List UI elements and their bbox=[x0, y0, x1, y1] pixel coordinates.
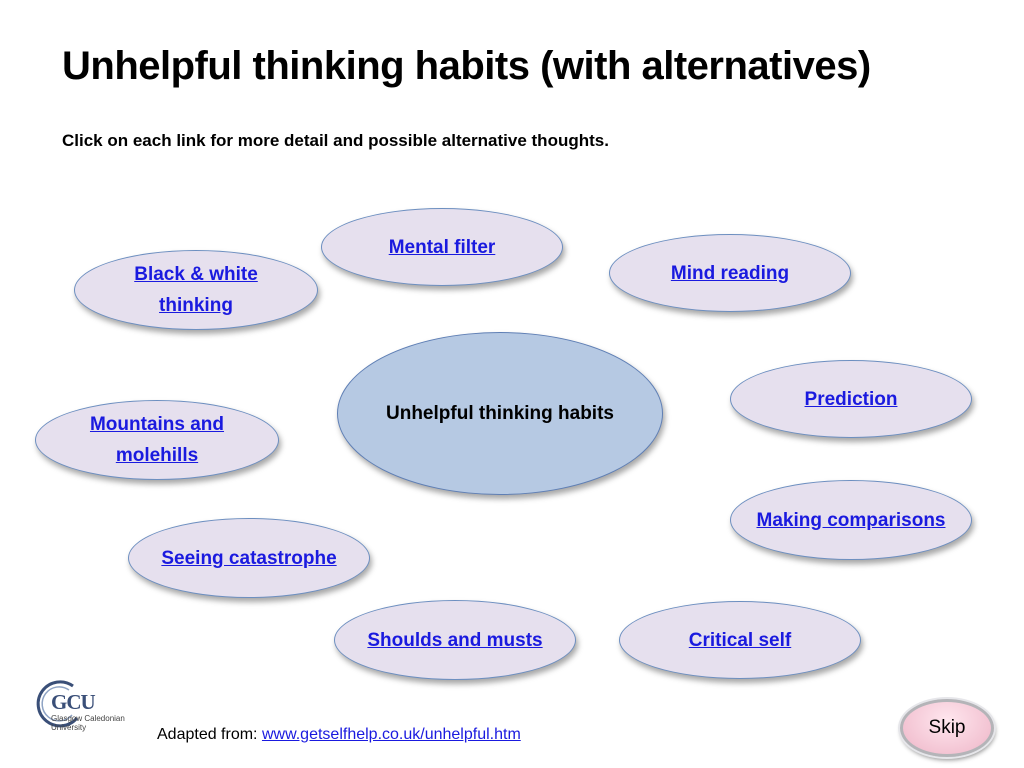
center-topic-label: Unhelpful thinking habits bbox=[386, 403, 614, 424]
gcu-logo-icon bbox=[36, 680, 79, 728]
oval-mountains-molehills: Mountains and molehills bbox=[35, 400, 279, 480]
mental-filter-link[interactable]: Mental filter bbox=[388, 236, 496, 258]
oval-shoulds-musts: Shoulds and musts bbox=[334, 600, 576, 680]
shoulds-musts-link[interactable]: Shoulds and musts bbox=[367, 629, 543, 651]
gcu-logo-text: GCU bbox=[51, 690, 96, 714]
mind-reading-link[interactable]: Mind reading bbox=[670, 262, 790, 284]
slide-subtitle: Click on each link for more detail and p… bbox=[62, 131, 609, 150]
prediction-link[interactable]: Prediction bbox=[804, 388, 898, 410]
oval-critical-self: Critical self bbox=[619, 601, 861, 679]
making-comparisons-link[interactable]: Making comparisons bbox=[756, 509, 946, 531]
mountains-molehills-link[interactable]: Mountains and molehills bbox=[89, 414, 225, 466]
oval-black-white-thinking: Black & white thinking bbox=[74, 250, 318, 330]
gcu-logo-subtext-line2: University bbox=[51, 723, 87, 732]
black-white-thinking-link[interactable]: Black & white thinking bbox=[134, 264, 258, 316]
oval-mental-filter: Mental filter bbox=[321, 208, 563, 286]
center-topic: Unhelpful thinking habits bbox=[337, 332, 663, 495]
oval-prediction: Prediction bbox=[730, 360, 972, 438]
gcu-logo-subtext-line1: Glasgow Caledonian bbox=[51, 714, 125, 723]
gcu-logo-subtext: Glasgow Caledonian University bbox=[51, 714, 125, 732]
critical-self-link[interactable]: Critical self bbox=[688, 629, 792, 651]
gcu-logo: GCU Glasgow Caledonian University bbox=[33, 678, 143, 732]
source-credit-prefix: Adapted from: bbox=[157, 726, 258, 743]
source-credit-link[interactable]: www.getselfhelp.co.uk/unhelpful.htm bbox=[261, 726, 521, 743]
source-credit: Adapted from: www.getselfhelp.co.uk/unhe… bbox=[157, 726, 521, 744]
skip-button[interactable]: Skip bbox=[900, 699, 994, 757]
slide-title: Unhelpful thinking habits (with alternat… bbox=[62, 44, 871, 88]
oval-seeing-catastrophe: Seeing catastrophe bbox=[128, 518, 370, 598]
oval-mind-reading: Mind reading bbox=[609, 234, 851, 312]
oval-making-comparisons: Making comparisons bbox=[730, 480, 972, 560]
seeing-catastrophe-link[interactable]: Seeing catastrophe bbox=[161, 547, 337, 569]
